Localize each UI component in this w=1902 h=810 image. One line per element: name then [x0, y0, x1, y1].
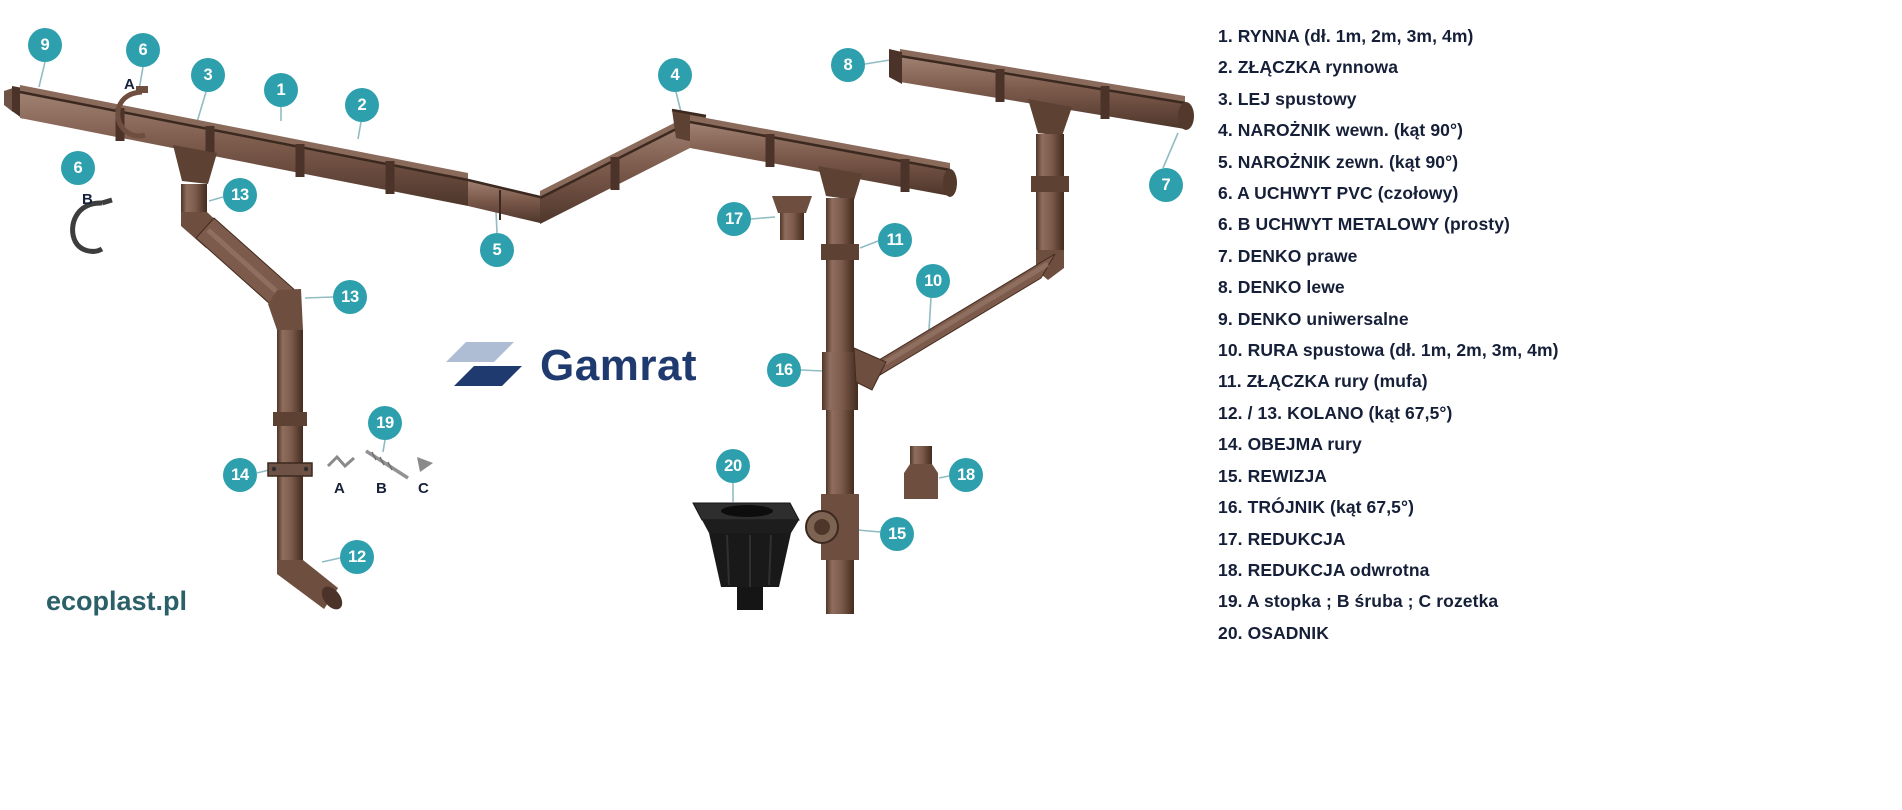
callout-17: 17 [717, 202, 751, 236]
gutter-run-left [19, 85, 469, 206]
metal-hook [70, 197, 113, 254]
label-hook-a: A [124, 76, 135, 93]
callout-3: 3 [191, 58, 225, 92]
legend-item-3: 3. LEJ spustowy [1218, 88, 1357, 109]
gutter-outer-corner [467, 178, 541, 223]
gutter-outlet [818, 166, 862, 200]
legend-item-15: 15. REWIZJA [1218, 465, 1328, 486]
legend-item-9: 9. DENKO uniwersalne [1218, 308, 1409, 329]
callout-7: 7 [1149, 168, 1183, 202]
legend: 1. RYNNA (dł. 1m, 2m, 3m, 4m) 2. ZŁĄCZKA… [1218, 21, 1559, 649]
callout-4: 4 [658, 58, 692, 92]
callout-12: 12 [340, 540, 374, 574]
legend-item-12-13: 12. / 13. KOLANO (kąt 67,5°) [1218, 402, 1453, 423]
elbow-middle [268, 289, 303, 330]
callout-11: 11 [878, 223, 912, 257]
legend-item-10: 10. RURA spustowa (dł. 1m, 2m, 3m, 4m) [1218, 340, 1559, 361]
callout-14: 14 [223, 458, 257, 492]
callout-6b: 6 [61, 151, 95, 185]
label-rosette-c: C [418, 480, 429, 497]
rosette-icon [417, 457, 433, 472]
callout-20: 20 [716, 449, 750, 483]
callout-9: 9 [28, 28, 62, 62]
callout-10: 10 [916, 264, 950, 298]
downspout-funnel-right [1028, 99, 1072, 136]
label-hook-b: B [82, 191, 93, 208]
pipe-connector-mufa [1031, 176, 1069, 192]
screw-icon [365, 449, 409, 480]
callout-13-upper: 13 [223, 178, 257, 212]
legend-item-1: 1. RYNNA (dł. 1m, 2m, 3m, 4m) [1218, 26, 1474, 46]
callout-6a: 6 [126, 33, 160, 67]
legend-item-4: 4. NAROŻNIK wewn. (kąt 90°) [1218, 120, 1464, 141]
legend-item-16: 16. TRÓJNIK (kąt 67,5°) [1218, 497, 1415, 518]
end-cap-left [889, 49, 902, 84]
downpipe-left [273, 330, 307, 538]
gutter-run-top-right [899, 49, 1186, 129]
gamrat-logo: Gamrat [444, 340, 697, 392]
tee-branch [822, 347, 887, 410]
logo-text: Gamrat [540, 341, 698, 390]
callout-19: 19 [368, 406, 402, 440]
callout-13-lower: 13 [333, 280, 367, 314]
callout-8: 8 [831, 48, 865, 82]
reduction-inverse [904, 446, 938, 499]
pipe-connector-mufa [821, 244, 859, 260]
legend-item-20: 20. OSADNIK [1218, 622, 1329, 643]
pipe-clamp [267, 462, 313, 477]
revision-cleanout [805, 494, 859, 560]
callout-15: 15 [880, 517, 914, 551]
label-foot-a: A [334, 480, 345, 497]
foot-bracket-icon [326, 454, 355, 469]
legend-item-14: 14. OBEJMA rury [1218, 434, 1362, 455]
callout-18: 18 [949, 458, 983, 492]
callout-1: 1 [264, 73, 298, 107]
legend-item-5: 5. NAROŻNIK zewn. (kąt 90°) [1218, 151, 1459, 172]
leader-lines [38, 59, 1179, 563]
legend-item-6b: 6. B UCHWYT METALOWY (prosty) [1218, 214, 1510, 235]
callout-5: 5 [480, 233, 514, 267]
label-screw-b: B [376, 480, 387, 497]
gamrat-logo-icon [446, 342, 522, 386]
downpipe-middle [821, 198, 859, 614]
pipe-connector-mufa [273, 412, 307, 426]
legend-item-8: 8. DENKO lewe [1218, 277, 1345, 298]
small-parts [326, 449, 433, 480]
website-text: ecoplast.pl [46, 586, 188, 616]
legend-item-6a: 6. A UCHWYT PVC (czołowy) [1218, 183, 1459, 204]
callout-2: 2 [345, 88, 379, 122]
legend-item-19: 19. A stopka ; B śruba ; C rozetka [1218, 591, 1499, 612]
sediment-trap [692, 502, 800, 610]
legend-item-18: 18. REDUKCJA odwrotna [1218, 559, 1430, 580]
gutter-run-right [689, 115, 957, 197]
legend-item-7: 7. DENKO prawe [1218, 245, 1358, 266]
downspout-funnel-left [173, 145, 217, 184]
legend-item-2: 2. ZŁĄCZKA rynnowa [1218, 57, 1399, 78]
callout-16: 16 [767, 353, 801, 387]
elbow-bottom [277, 538, 343, 610]
gutter-run-middle [539, 115, 691, 224]
legend-item-11: 11. ZŁĄCZKA rury (mufa) [1218, 371, 1428, 392]
downspout-pipe-diagonal [864, 253, 1056, 385]
pvc-hook [115, 86, 148, 139]
legend-item-17: 17. REDUKCJA [1218, 528, 1346, 549]
reduction [772, 196, 812, 240]
end-cap-right [1178, 102, 1194, 130]
